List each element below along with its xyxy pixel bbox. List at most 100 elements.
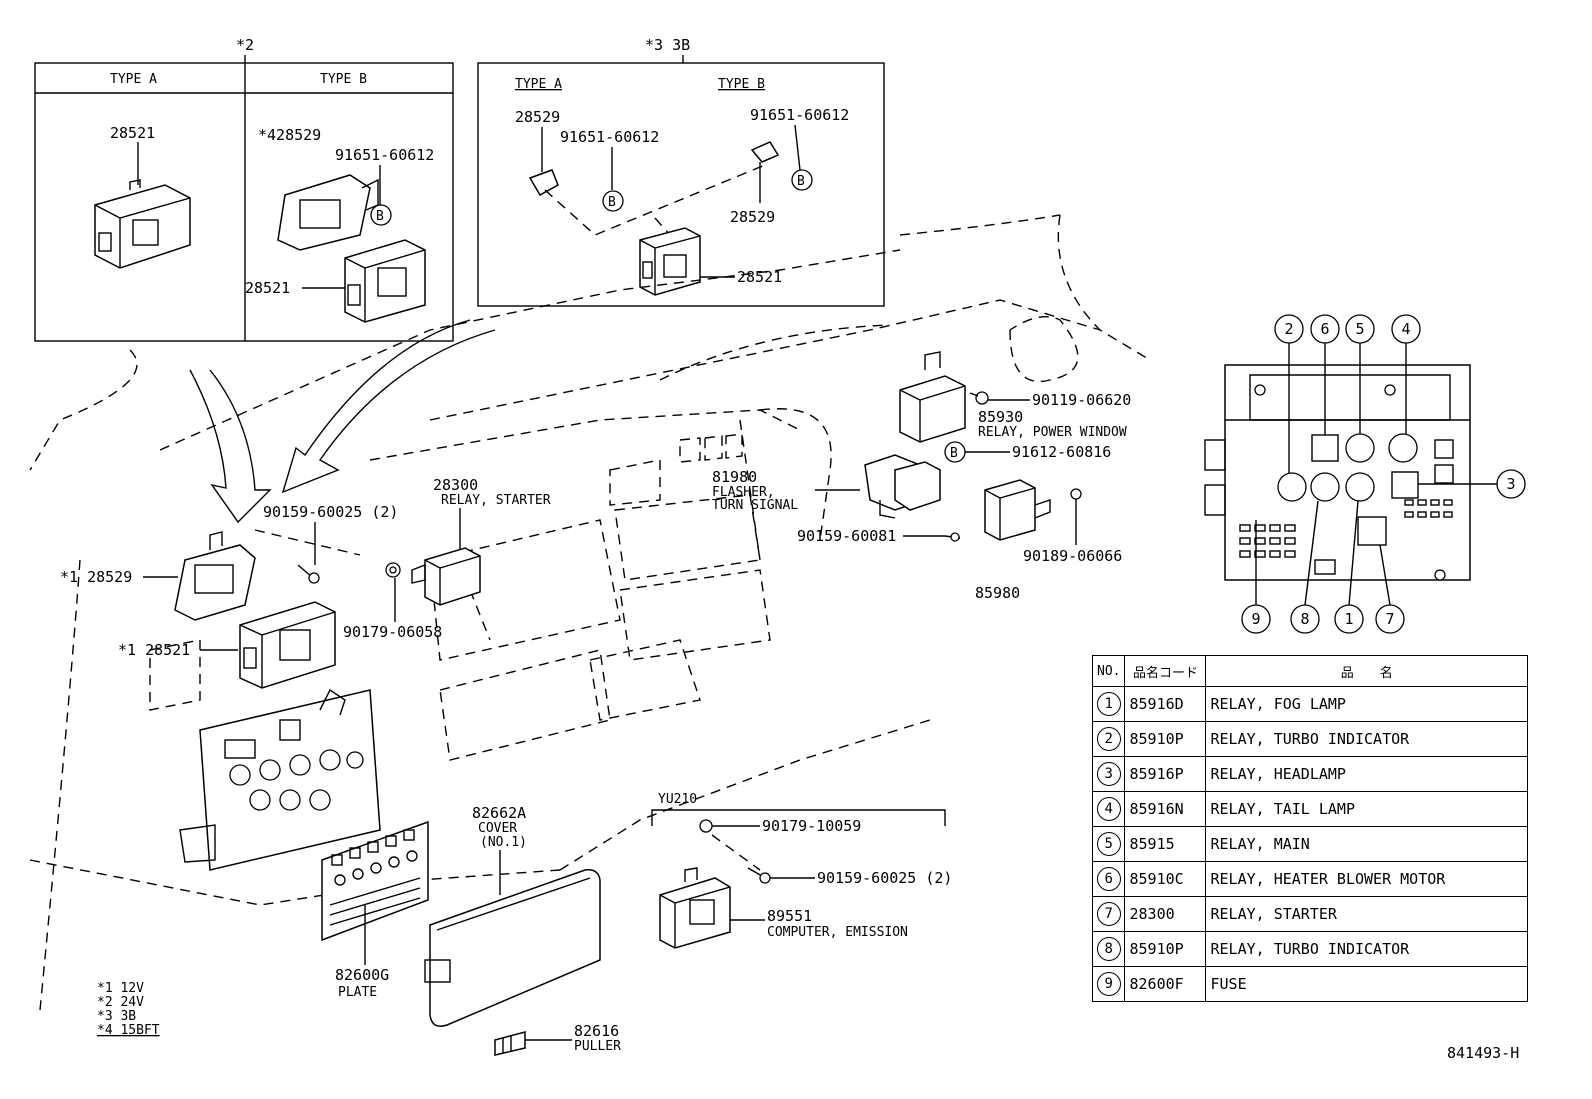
legend-name: RELAY, TURBO INDICATOR xyxy=(1205,931,1528,967)
junction-callout-number: 1 xyxy=(1344,610,1353,628)
flasher-relay-icon xyxy=(864,454,941,519)
legend-header-no: NO. xyxy=(1091,655,1126,687)
legend-name: RELAY, TURBO INDICATOR xyxy=(1205,721,1528,757)
svg-text:B: B xyxy=(950,446,958,461)
legend-code: 82600F xyxy=(1124,966,1207,1002)
nut-90179-label: 90179-06058 xyxy=(343,623,442,641)
legend-code: 85916P xyxy=(1124,756,1207,792)
relay-85980-label: 85980 xyxy=(975,584,1020,602)
screw-90159-2-label: 90159-60025 (2) xyxy=(263,503,398,521)
junction-callout-number: 8 xyxy=(1300,610,1309,628)
legend-header-row: NO. 品名コード 品 名 xyxy=(1091,655,1528,687)
cover-name1-label: COVER xyxy=(478,821,517,836)
footnotes: *1 12V *2 24V *3 3B *4 15BFT xyxy=(97,981,160,1038)
flasher-no: 81980 xyxy=(712,468,757,486)
clip-90189-label: 90189-06066 xyxy=(1023,547,1122,565)
relay-icon xyxy=(899,351,966,443)
pw-bolt-label: 90119-06620 xyxy=(1032,391,1131,409)
legend-code: 28300 xyxy=(1124,896,1207,932)
plate-icon xyxy=(321,820,429,965)
legend-name: RELAY, HEATER BLOWER MOTOR xyxy=(1205,861,1528,897)
nut-icon xyxy=(699,819,713,833)
circled-number: 6 xyxy=(1096,867,1121,891)
yu-title: YU210 xyxy=(658,792,697,807)
mark-b-icon: B xyxy=(791,169,813,191)
cover-no-label: 82662A xyxy=(472,804,526,822)
arrow-icon xyxy=(189,319,496,524)
junction-callout: 9 xyxy=(1241,604,1271,634)
left-28521-label: *1 28521 xyxy=(118,641,190,659)
bracket-icon xyxy=(174,531,256,621)
junction-callout-number: 4 xyxy=(1401,320,1410,338)
type3-b-part2: 28529 xyxy=(730,208,775,226)
mark-b-icon: B xyxy=(370,204,392,226)
flasher-name-2: TURN SIGNAL xyxy=(712,498,798,513)
legend-no: 6 xyxy=(1091,861,1126,897)
junction-callout-number: 6 xyxy=(1320,320,1329,338)
junction-block-icon xyxy=(1204,364,1471,581)
legend-name: FUSE xyxy=(1205,966,1528,1002)
legend-header-code: 品名コード xyxy=(1124,655,1207,687)
legend-no: 3 xyxy=(1091,756,1126,792)
screw-icon xyxy=(944,532,961,542)
circled-number: 2 xyxy=(1096,727,1121,751)
legend-no: 8 xyxy=(1091,931,1126,967)
screw-90159-81-label: 90159-60081 xyxy=(797,527,896,545)
legend-name: RELAY, TAIL LAMP xyxy=(1205,791,1528,827)
svg-text:B: B xyxy=(376,209,384,224)
junction-callout-number: 9 xyxy=(1251,610,1260,628)
plate-name-label: PLATE xyxy=(338,985,377,1000)
type3-common-part: 28521 xyxy=(737,268,782,286)
legend-code: 85910C xyxy=(1124,861,1207,897)
mark-b-icon: B xyxy=(602,190,624,212)
junction-callout: 8 xyxy=(1290,604,1320,634)
legend-no: 2 xyxy=(1091,721,1126,757)
relay-icon xyxy=(984,479,1051,541)
type2-box: *2 TYPE A TYPE B 28521 *428529 91651-606… xyxy=(34,36,454,342)
circled-number: 4 xyxy=(1096,797,1121,821)
puller-icon xyxy=(494,1031,572,1056)
yu-screw-label: 90159-60025 (2) xyxy=(817,869,952,887)
junction-leaders xyxy=(1255,343,1497,606)
circled-number: 7 xyxy=(1096,902,1121,926)
relay-icon xyxy=(411,547,481,606)
legend-header-name: 品 名 xyxy=(1205,655,1528,687)
legend-no: 9 xyxy=(1091,966,1126,1002)
legend-code: 85916N xyxy=(1124,791,1207,827)
legend-name: RELAY, MAIN xyxy=(1205,826,1528,862)
puller-no-label: 82616 xyxy=(574,1022,619,1040)
computer-module-icon xyxy=(94,179,191,269)
type2-type-a: TYPE A xyxy=(110,72,157,87)
legend-name: RELAY, FOG LAMP xyxy=(1205,686,1528,722)
screw-icon xyxy=(747,867,771,884)
starter-relay-name: RELAY, STARTER xyxy=(441,493,551,508)
legend-code: 85916D xyxy=(1124,686,1207,722)
puller-name-label: PULLER xyxy=(574,1039,621,1054)
junction-callout: 5 xyxy=(1345,314,1375,344)
type2-b-part3: 28521 xyxy=(245,279,290,297)
type2-b-part2: 91651-60612 xyxy=(335,146,434,164)
junction-callout: 6 xyxy=(1310,314,1340,344)
plate-no-label: 82600G xyxy=(335,966,389,984)
fuse-block-icon xyxy=(179,688,381,871)
cover-name2-label: (NO.1) xyxy=(480,835,527,850)
legend-name: RELAY, STARTER xyxy=(1205,896,1528,932)
note-4: *4 15BFT xyxy=(97,1023,160,1038)
pw-relay-no: 85930 xyxy=(978,408,1023,426)
type2-note: *2 xyxy=(236,36,254,54)
computer-module-icon xyxy=(239,601,336,689)
junction-callout: 2 xyxy=(1274,314,1304,344)
junction-callout-number: 5 xyxy=(1355,320,1364,338)
circled-number: 3 xyxy=(1096,762,1121,786)
circled-number: 1 xyxy=(1096,692,1121,716)
circled-number: 5 xyxy=(1096,832,1121,856)
type3-a-part1: 28529 xyxy=(515,108,560,126)
